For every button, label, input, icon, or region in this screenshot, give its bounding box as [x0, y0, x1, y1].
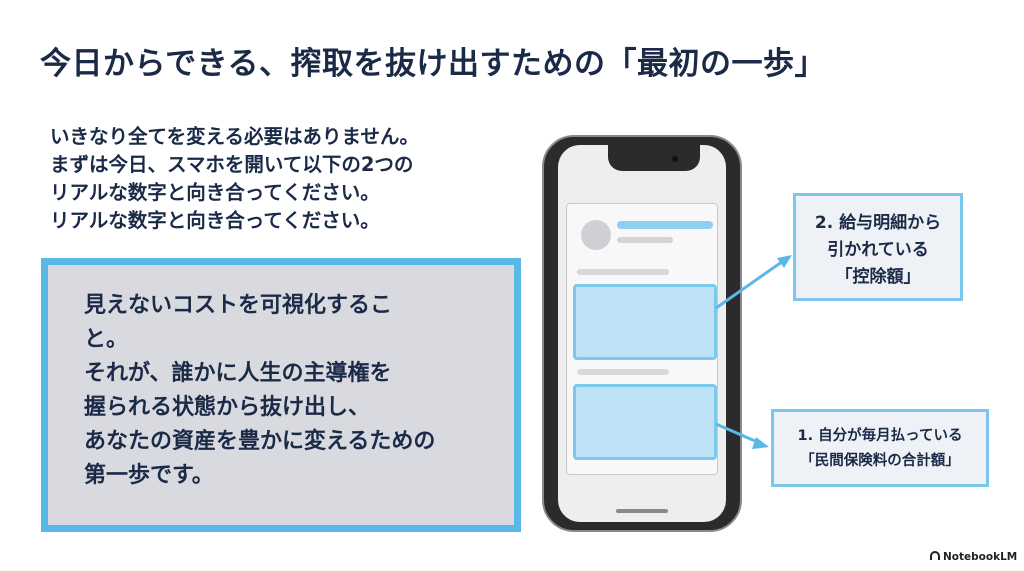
app-card — [566, 203, 718, 475]
arrow-head-icon — [752, 437, 769, 449]
callout-line: あなたの資産を豊かに変えるための — [84, 429, 436, 454]
intro-line: いきなり全てを変える必要はありません。 — [50, 125, 419, 148]
smartphone-illustration — [542, 135, 742, 532]
placeholder-bar — [577, 369, 669, 375]
label-line: 「民間保険料の合計額」 — [800, 453, 960, 469]
phone-screen — [558, 145, 726, 522]
intro-line: まずは今日、スマホを開いて以下の2つの — [50, 153, 414, 176]
header-placeholder-bar — [617, 221, 713, 229]
label-line: 2. 給与明細から — [814, 213, 942, 233]
highlight-box-insurance — [573, 384, 717, 460]
brand-label: NotebookLM — [943, 551, 1018, 563]
subheader-placeholder-bar — [617, 237, 673, 243]
brand-watermark: NotebookLM — [930, 551, 1020, 567]
insurance-label: 1. 自分が毎月払っている 「民間保険料の合計額」 — [771, 409, 989, 487]
intro-text: いきなり全てを変える必要はありません。 まずは今日、スマホを開いて以下の2つの … — [50, 123, 510, 235]
label-line: 引かれている — [827, 240, 929, 260]
callout-line: 見えないコストを可視化するこ — [84, 293, 393, 318]
intro-line: リアルな数字と向き合ってください。 — [50, 209, 380, 232]
deductions-label: 2. 給与明細から 引かれている 「控除額」 — [793, 193, 963, 301]
notebooklm-logo-icon — [930, 551, 940, 560]
callout-box: 見えないコストを可視化するこ と。 それが、誰かに人生の主導権を 握られる状態か… — [41, 258, 521, 532]
home-indicator — [616, 509, 668, 513]
callout-line: と。 — [84, 327, 129, 352]
intro-line: リアルな数字と向き合ってください。 — [50, 181, 380, 204]
callout-line: それが、誰かに人生の主導権を — [84, 361, 392, 386]
label-line: 1. 自分が毎月払っている — [797, 428, 963, 444]
highlight-box-deductions — [573, 284, 717, 360]
page-title: 今日からできる、搾取を抜け出すための「最初の一歩」 — [40, 46, 826, 82]
phone-notch — [608, 145, 700, 171]
placeholder-bar — [577, 269, 669, 275]
callout-line: 第一歩です。 — [84, 463, 214, 488]
callout-line: 握られる状態から抜け出し、 — [84, 395, 371, 420]
camera-icon — [672, 156, 678, 162]
arrow-head-icon — [777, 255, 792, 268]
avatar — [581, 220, 611, 250]
label-line: 「控除額」 — [835, 267, 921, 287]
